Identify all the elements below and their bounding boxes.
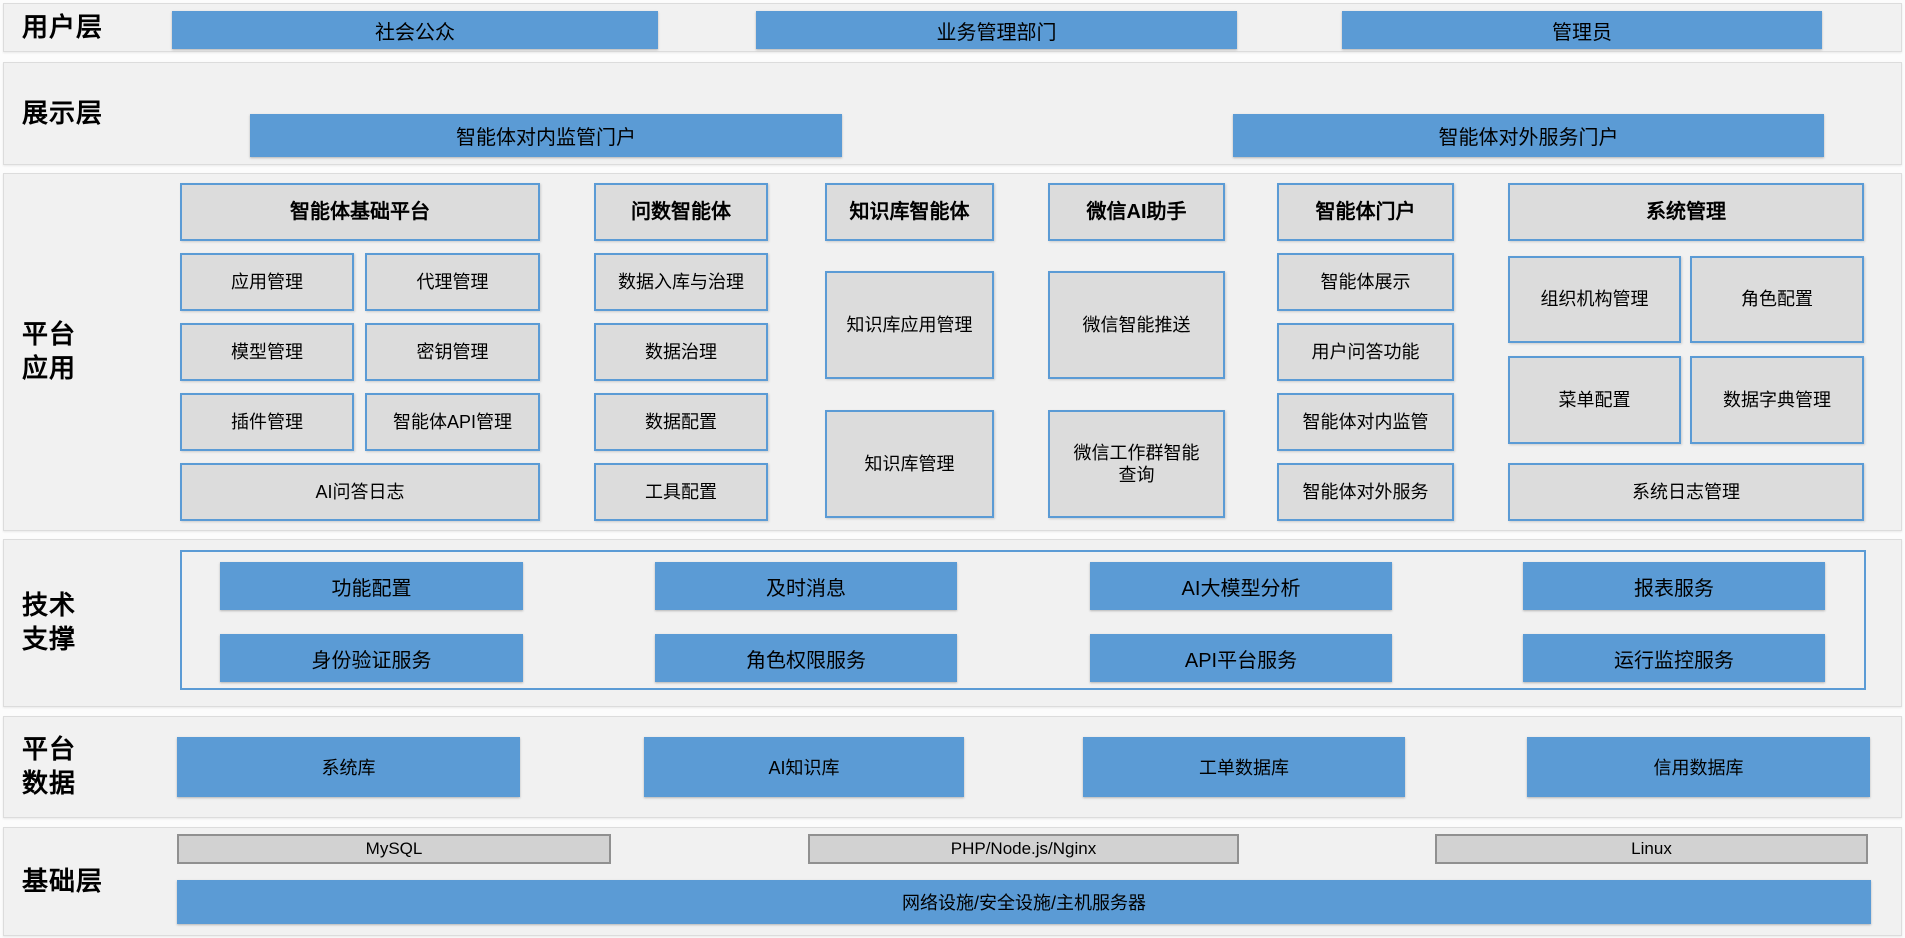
layer-infrastructure-label: 基础层 bbox=[22, 865, 104, 896]
system-log-management-box: 系统日志管理 bbox=[1508, 463, 1864, 521]
ai-qa-log-box: AI问答日志 bbox=[180, 463, 540, 521]
agent-external-service-box: 智能体对外服务 bbox=[1277, 463, 1454, 521]
role-config-box: 角色配置 bbox=[1690, 256, 1864, 343]
org-management-box: 组织机构管理 bbox=[1508, 256, 1681, 343]
wechat-ai-assistant-header: 微信AI助手 bbox=[1048, 183, 1225, 241]
agent-internal-supervision-box: 智能体对内监管 bbox=[1277, 393, 1454, 451]
data-governance-box: 数据治理 bbox=[594, 323, 768, 381]
layer-display-label: 展示层 bbox=[22, 97, 104, 128]
php-nodejs-nginx-box: PHP/Node.js/Nginx bbox=[808, 834, 1239, 864]
user-item-business-dept: 业务管理部门 bbox=[756, 11, 1237, 49]
layer-infrastructure-band: 基础层 MySQL PHP/Node.js/Nginx Linux 网络设施/安… bbox=[3, 827, 1902, 936]
kb-app-management-box: 知识库应用管理 bbox=[825, 271, 994, 379]
proxy-management-box: 代理管理 bbox=[365, 253, 540, 311]
api-platform-service-box: API平台服务 bbox=[1090, 634, 1392, 682]
layer-display-band: 展示层 智能体对内监管门户 智能体对外服务门户 bbox=[3, 62, 1902, 165]
display-item-internal-portal: 智能体对内监管门户 bbox=[250, 114, 842, 157]
knowledge-base-agent-header: 知识库智能体 bbox=[825, 183, 994, 241]
tech-support-frame bbox=[180, 550, 1866, 690]
data-query-agent-header: 问数智能体 bbox=[594, 183, 768, 241]
report-service-box: 报表服务 bbox=[1523, 562, 1825, 610]
linux-box: Linux bbox=[1435, 834, 1868, 864]
user-item-public: 社会公众 bbox=[172, 11, 658, 49]
agent-base-platform-header: 智能体基础平台 bbox=[180, 183, 540, 241]
ai-knowledge-db-box: AI知识库 bbox=[644, 737, 964, 797]
wechat-group-smart-query-box: 微信工作群智能查询 bbox=[1048, 410, 1225, 518]
data-config-box: 数据配置 bbox=[594, 393, 768, 451]
system-db-box: 系统库 bbox=[177, 737, 520, 797]
agent-api-management-box: 智能体API管理 bbox=[365, 393, 540, 451]
layer-user-label: 用户层 bbox=[22, 11, 104, 42]
tool-config-box: 工具配置 bbox=[594, 463, 768, 521]
identity-verification-service-box: 身份验证服务 bbox=[220, 634, 523, 682]
model-management-box: 模型管理 bbox=[180, 323, 354, 381]
ai-llm-analysis-box: AI大模型分析 bbox=[1090, 562, 1392, 610]
mysql-box: MySQL bbox=[177, 834, 611, 864]
data-ingestion-governance-box: 数据入库与治理 bbox=[594, 253, 768, 311]
instant-message-box: 及时消息 bbox=[655, 562, 957, 610]
system-management-header: 系统管理 bbox=[1508, 183, 1864, 241]
wechat-smart-push-box: 微信智能推送 bbox=[1048, 271, 1225, 379]
layer-tech-support-band: 技术 支撑 功能配置 及时消息 AI大模型分析 报表服务 身份验证服务 角色权限… bbox=[3, 539, 1902, 707]
role-permission-service-box: 角色权限服务 bbox=[655, 634, 957, 682]
credit-db-box: 信用数据库 bbox=[1527, 737, 1870, 797]
agent-showcase-box: 智能体展示 bbox=[1277, 253, 1454, 311]
kb-management-box: 知识库管理 bbox=[825, 410, 994, 518]
agent-portal-header: 智能体门户 bbox=[1277, 183, 1454, 241]
user-qa-function-box: 用户问答功能 bbox=[1277, 323, 1454, 381]
layer-user-band: 用户层 社会公众 业务管理部门 管理员 bbox=[3, 3, 1902, 52]
function-config-box: 功能配置 bbox=[220, 562, 523, 610]
operation-monitoring-service-box: 运行监控服务 bbox=[1523, 634, 1825, 682]
layer-platform-data-band: 平台 数据 系统库 AI知识库 工单数据库 信用数据库 bbox=[3, 716, 1902, 818]
user-item-admin: 管理员 bbox=[1342, 11, 1822, 49]
plugin-management-box: 插件管理 bbox=[180, 393, 354, 451]
work-order-db-box: 工单数据库 bbox=[1083, 737, 1405, 797]
data-dictionary-management-box: 数据字典管理 bbox=[1690, 356, 1864, 444]
key-management-box: 密钥管理 bbox=[365, 323, 540, 381]
menu-config-box: 菜单配置 bbox=[1508, 356, 1681, 444]
layer-platform-app-label: 平台 应用 bbox=[22, 319, 77, 383]
layer-platform-data-label: 平台 数据 bbox=[22, 734, 77, 798]
app-management-box: 应用管理 bbox=[180, 253, 354, 311]
layer-tech-support-label: 技术 支撑 bbox=[22, 590, 77, 654]
network-facility-bar: 网络设施/安全设施/主机服务器 bbox=[177, 880, 1871, 924]
layer-platform-app-band: 平台 应用 智能体基础平台 应用管理 代理管理 模型管理 密钥管理 插件管理 智… bbox=[3, 173, 1902, 531]
display-item-external-portal: 智能体对外服务门户 bbox=[1233, 114, 1824, 157]
